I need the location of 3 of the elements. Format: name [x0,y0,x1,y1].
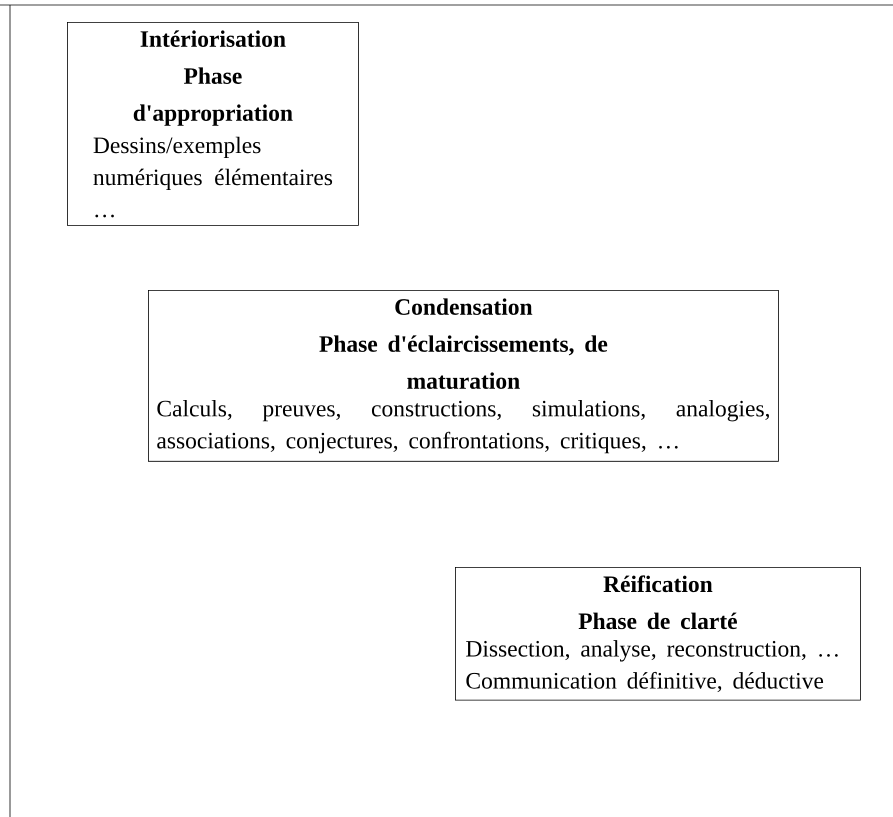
phase-box: Condensation Phase d'éclaircissements, de maturation Calculs, preuves, constructions, simulations, analogies, associations, conjectures, confrontations, critiques, … [148,290,779,462]
phase-box: Réification Phase de clarté Dissection, analyse, reconstruction, … Communication définitive, déductive [455,567,861,700]
phase-box: Intériorisation Phase d'appropriation Dessins/exemples numériques élémentaires … [67,22,359,226]
